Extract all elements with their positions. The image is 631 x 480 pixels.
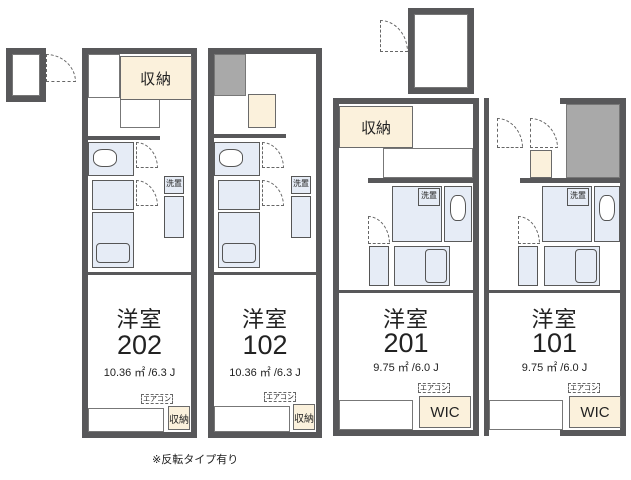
bathtub-icon [96,243,130,263]
room-type-label: 洋室 [531,308,578,333]
kitchen-counter [291,196,311,238]
bathroom [218,212,260,268]
balcony [88,408,164,432]
unit-number: 101 [531,328,578,358]
washer-space: 洗置 [291,176,311,194]
closet-label: 収納 [293,404,315,430]
room-area: 9.75 ㎡ /6.0 J [521,362,588,374]
bathtub-icon [425,249,447,283]
bathtub-icon [575,249,597,283]
storage-space [530,150,552,178]
partition-wall [88,272,191,275]
reverse-type-note: ※反転タイプ有り [152,453,239,466]
toilet-room [88,142,134,176]
storage-space [248,94,276,128]
unit-101-left-wall [484,98,489,436]
aircon-label: エアコン [418,383,450,393]
washer-space: 洗置 [567,188,589,206]
closet-label: 収納 [168,406,190,430]
door-swing-icon [380,20,408,52]
bathroom [394,246,450,286]
loft-stair-icon [12,54,40,96]
wic-label: WIC [569,396,621,428]
toilet-room [214,142,260,176]
unit-number: 102 [242,330,288,360]
stair-steps-icon [120,98,160,128]
unit-number: 202 [116,330,163,360]
balcony [489,400,563,430]
storage-label: 収納 [339,106,413,148]
toilet-icon [450,195,466,221]
stair-icon [566,104,620,178]
partition-wall [520,178,620,183]
aircon-label: エアコン [264,392,296,402]
washbasin [92,180,134,210]
bathroom [92,212,134,268]
partition-wall [214,134,286,138]
toilet-icon [93,149,117,167]
kitchen-counter [369,246,389,286]
loft-stair-icon [414,14,468,88]
toilet-icon [219,149,243,167]
kitchen-counter [164,196,184,238]
kitchen-counter [518,246,538,286]
toilet-room [594,186,620,242]
room-area: 10.36 ㎡ /6.3 J [229,367,301,379]
washbasin [218,180,260,210]
room-area: 9.75 ㎡ /6.0 J [373,362,439,374]
toilet-room [444,186,472,242]
partition-wall [88,136,160,140]
balcony [339,400,413,430]
unit-number: 201 [383,328,429,358]
room-type-label: 洋室 [382,308,429,333]
stair-icon [88,54,120,98]
aircon-label: エアコン [568,383,600,393]
storage-label: 収納 [120,56,192,100]
bathtub-icon [222,243,256,263]
washer-space: 洗置 [418,188,440,206]
door-swing-icon [46,54,76,82]
partition-wall [214,272,316,275]
aircon-label: エアコン [141,394,173,404]
room-type-label: 洋室 [241,308,288,333]
room-area: 10.36 ㎡ /6.3 J [103,367,176,379]
washroom [392,186,442,242]
stair-steps-icon [383,148,473,178]
toilet-icon [599,195,615,221]
washer-space: 洗置 [164,176,184,194]
partition-wall [368,178,473,183]
stair-icon [214,54,246,96]
partition-wall [339,290,473,293]
room-type-label: 洋室 [116,308,163,333]
wic-label: WIC [419,396,471,428]
partition-wall [489,290,620,293]
bathroom [544,246,600,286]
balcony [214,406,290,432]
